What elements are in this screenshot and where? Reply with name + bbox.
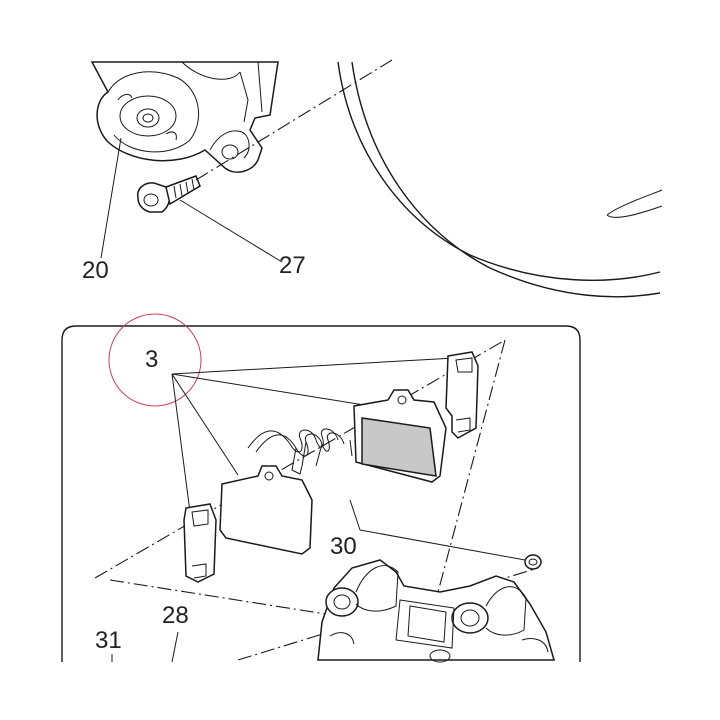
callout-30: 30 (330, 533, 357, 560)
bolt-27 (136, 175, 201, 213)
callout-28: 28 (162, 602, 189, 629)
pad-clip-right (445, 351, 479, 439)
leaders-3 (171, 357, 456, 513)
brake-caliper-lower (317, 559, 555, 663)
brake-pad-right (353, 389, 447, 483)
callout-31: 31 (95, 627, 122, 654)
brake-caliper-upper (90, 61, 279, 173)
pad-pin-30 (349, 439, 542, 570)
callout-3: 3 (145, 346, 159, 373)
wheel-outline (337, 61, 663, 298)
leader-27 (179, 199, 283, 263)
anti-rattle-spring (247, 428, 345, 475)
pad-clip-left (183, 503, 217, 583)
callout-27: 27 (279, 252, 306, 279)
leader-20 (100, 137, 122, 259)
inset-frame (61, 325, 581, 662)
callout-20: 20 (82, 257, 109, 284)
highlight-circle (108, 313, 202, 407)
leader-28 (171, 631, 179, 663)
brake-pad-left (219, 465, 313, 555)
